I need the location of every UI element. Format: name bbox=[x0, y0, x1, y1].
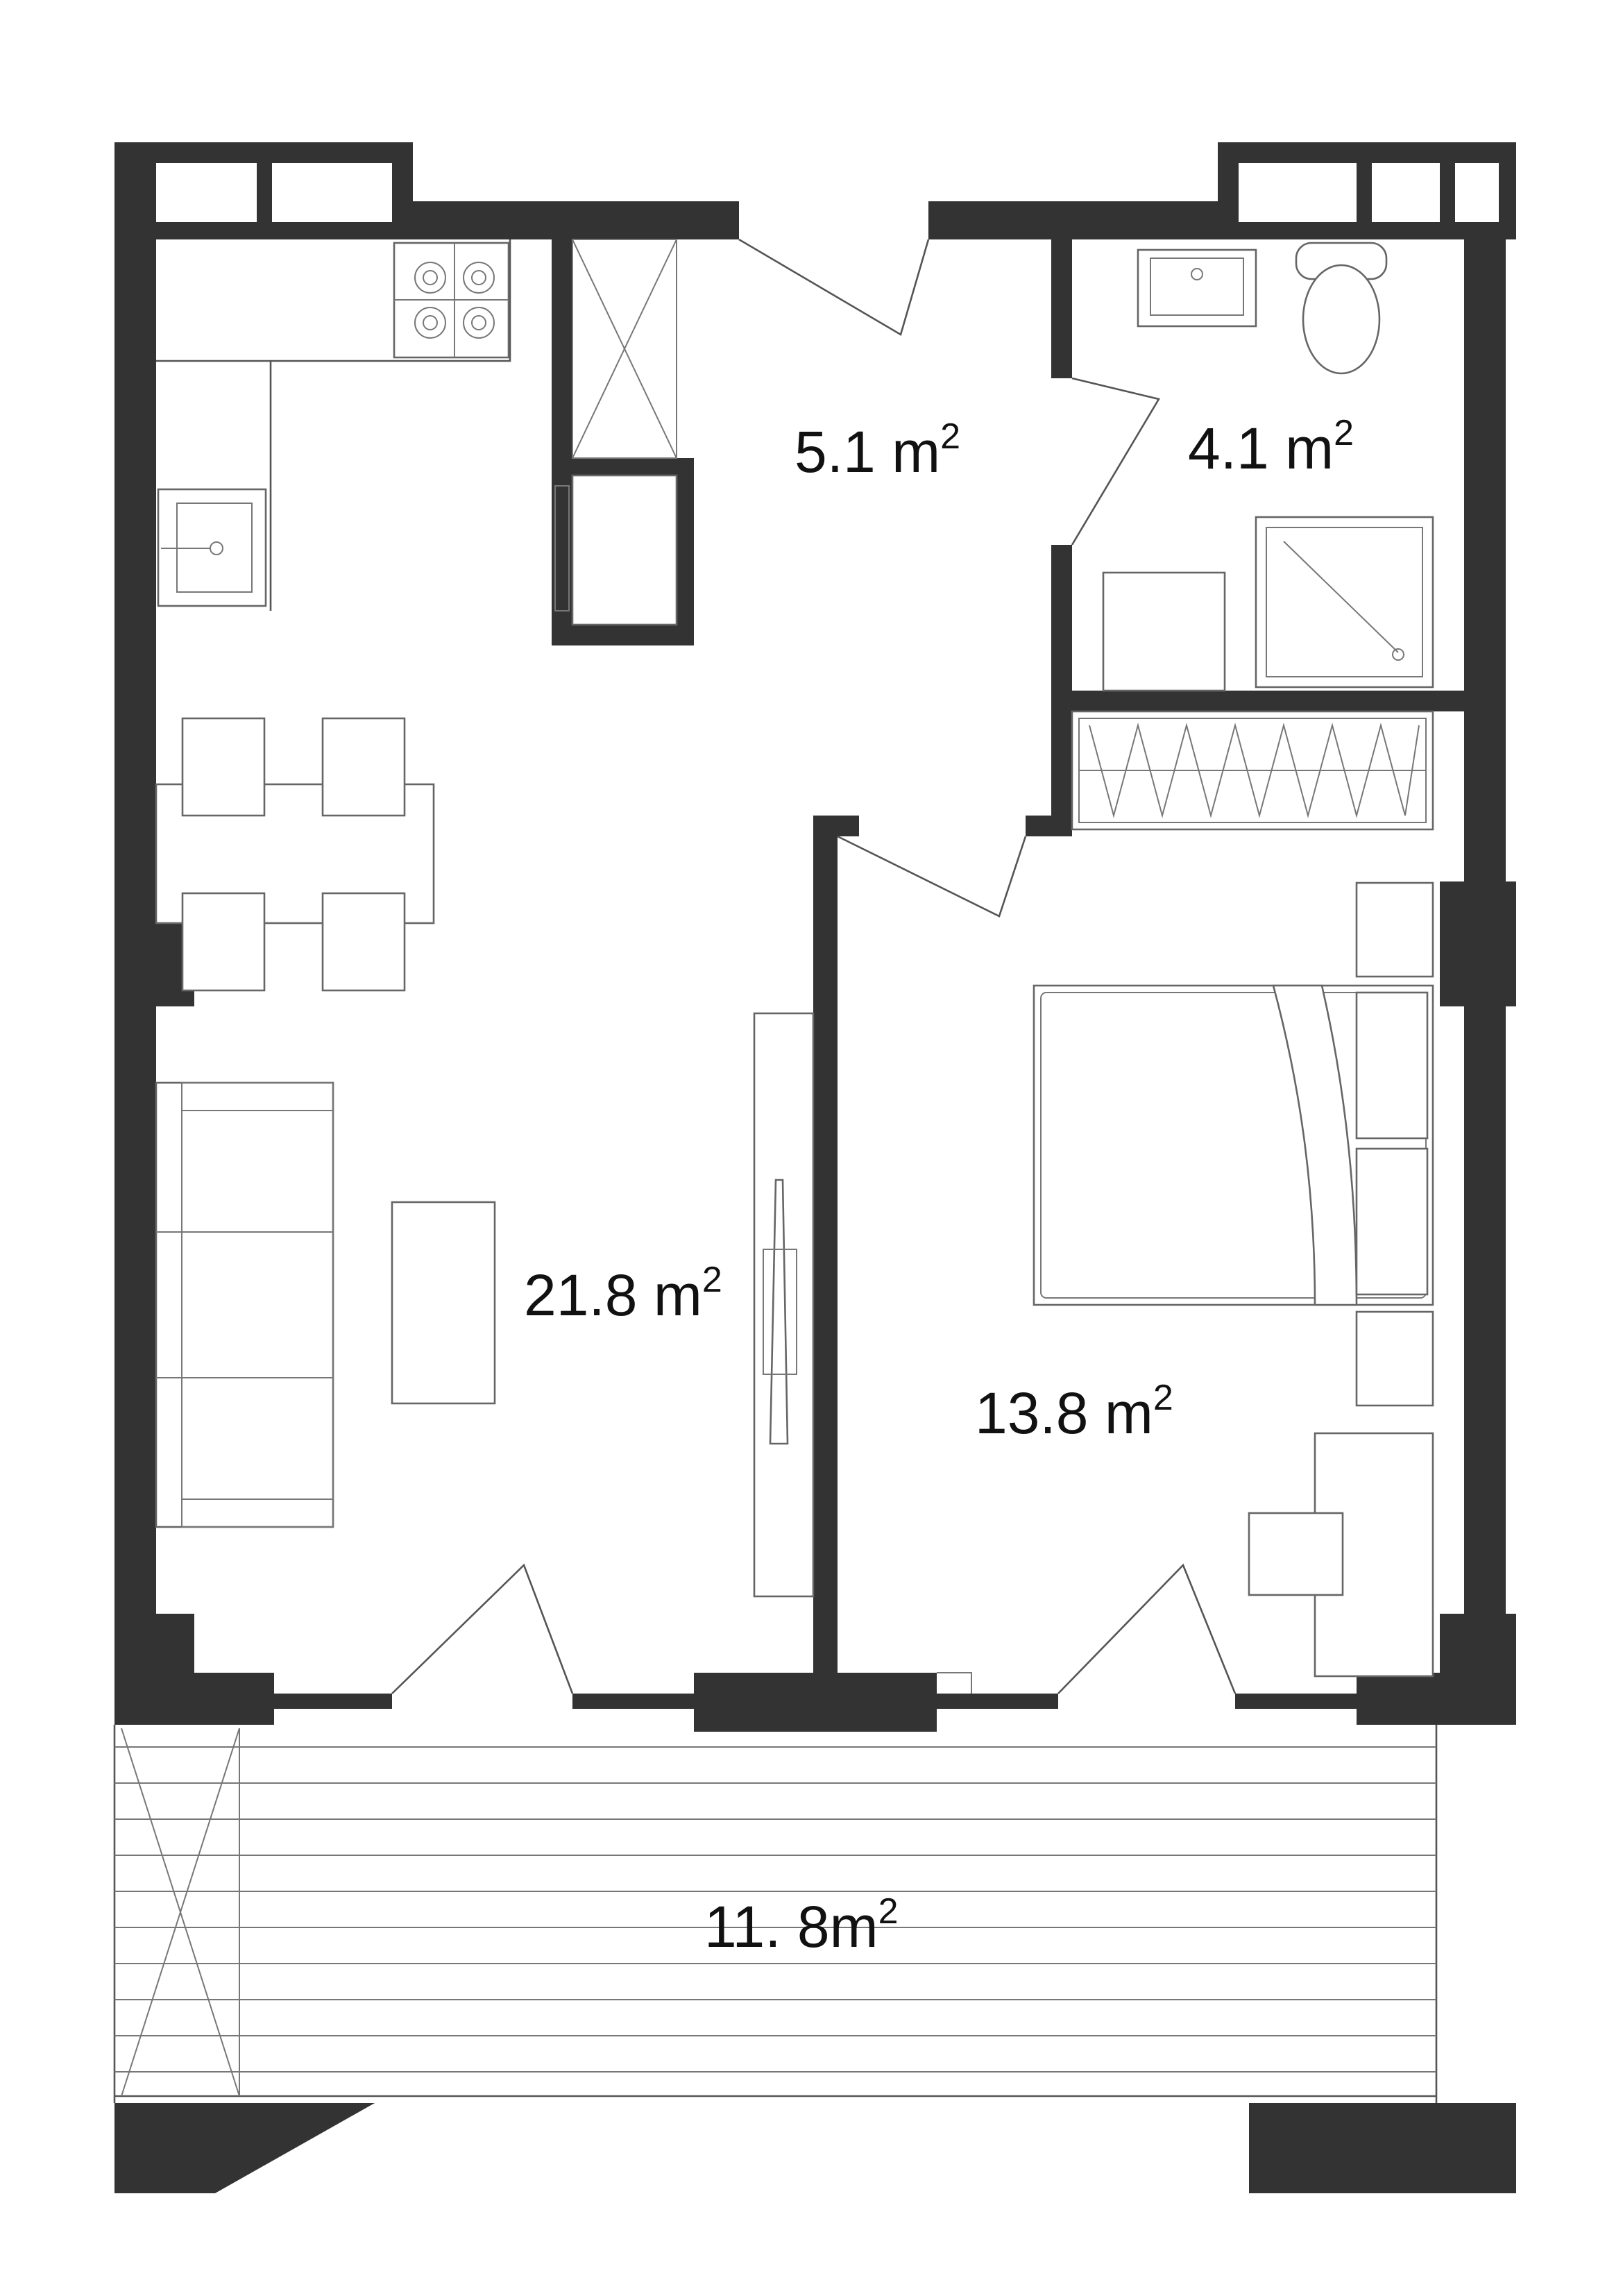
bathroom-door bbox=[1071, 377, 1161, 546]
room-area-living-kitchen: 21.8 m2 bbox=[524, 1260, 722, 1328]
toilet-icon bbox=[1295, 242, 1388, 375]
ventilation-shaft bbox=[572, 239, 677, 459]
kitchen-sink-icon bbox=[157, 488, 267, 607]
stove-icon bbox=[393, 242, 510, 359]
balcony bbox=[113, 1725, 1438, 2103]
kitchen-counter bbox=[156, 239, 511, 611]
nightstands bbox=[1355, 881, 1434, 1407]
room-area-bedroom: 13.8 m2 bbox=[975, 1378, 1173, 1446]
walls bbox=[114, 142, 1516, 2193]
fridge bbox=[554, 474, 678, 626]
room-area-balcony: 11. 8m2 bbox=[704, 1891, 899, 1959]
room-area-bathroom: 4.1 m2 bbox=[1188, 413, 1354, 481]
dining-set bbox=[155, 717, 435, 992]
desk-and-chair bbox=[1248, 1432, 1434, 1678]
balcony-door-living bbox=[391, 1563, 574, 1694]
balcony-door-bedroom bbox=[937, 1563, 1237, 1694]
washing-machine bbox=[1102, 571, 1226, 692]
coffee-table bbox=[391, 1201, 496, 1405]
bed-icon bbox=[1033, 984, 1434, 1306]
wardrobe-icon bbox=[1071, 710, 1434, 831]
shower-tray-icon bbox=[1255, 516, 1434, 689]
washbasin-icon bbox=[1137, 248, 1257, 328]
tv-stand bbox=[753, 1012, 815, 1598]
room-area-hall: 5.1 m2 bbox=[794, 416, 960, 484]
bedroom-door bbox=[837, 835, 1027, 918]
sofa-icon bbox=[155, 1081, 334, 1528]
entry-door bbox=[738, 238, 930, 336]
